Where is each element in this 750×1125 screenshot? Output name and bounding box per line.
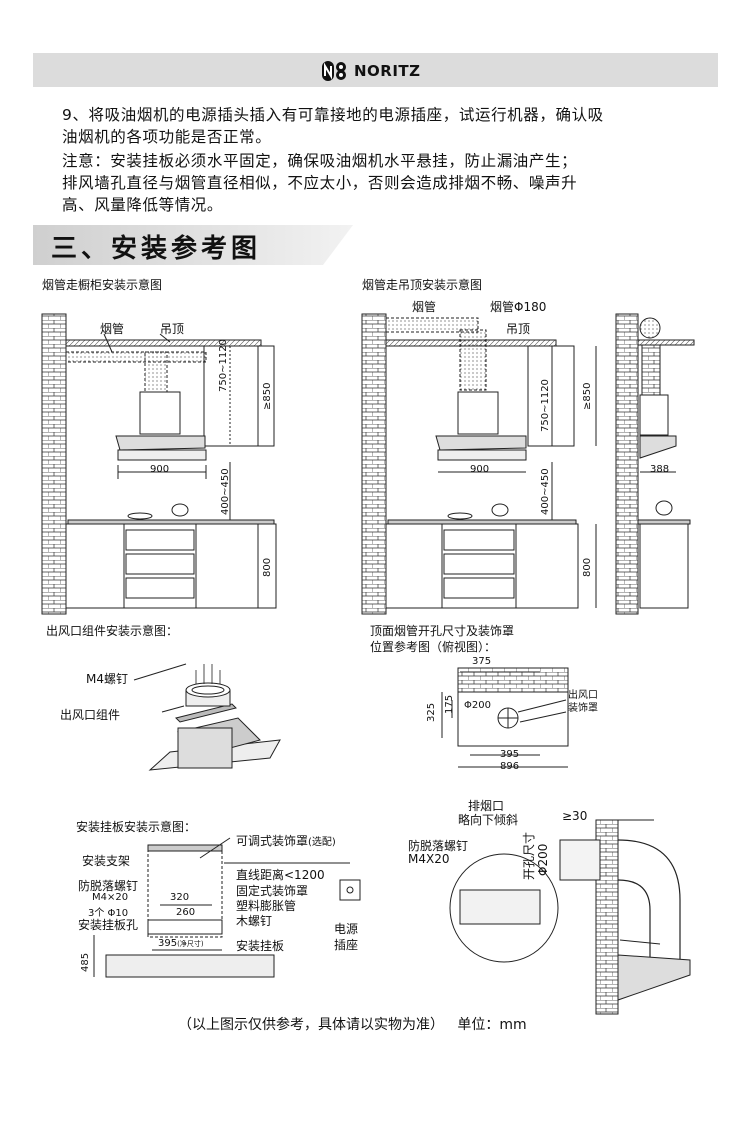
fig2-dim-height: 750~1120	[540, 379, 551, 432]
fig6-exhaust: 排烟口	[468, 799, 505, 813]
footer-unit: 单位：mm	[457, 1017, 527, 1033]
fig1-ceiling-label: 吊顶	[160, 322, 185, 336]
fig2-dim-width: 900	[470, 464, 490, 475]
fig4-title-line1: 顶面烟管开孔尺寸及装饰罩	[370, 624, 515, 638]
fig5-fixed-cover: 固定式装饰罩	[236, 884, 309, 898]
brand-logo: NORITZ	[322, 60, 421, 82]
fig2-dim-gap: 400~450	[540, 468, 551, 515]
fig6-anti-drop-screw: 防脱落螺钉	[408, 839, 469, 853]
fig2-ceiling-label: 吊顶	[506, 322, 531, 336]
fig3-screw-label: M4螺钉	[86, 672, 128, 686]
fig3-outlet-label: 出风口组件	[60, 708, 121, 722]
adjustable-cover-text: 可调式装饰罩	[236, 834, 309, 848]
fig5-wood-screw: 木螺钉	[236, 914, 273, 928]
note-line1: 注意：安装挂板必须水平固定，确保吸油烟机水平悬挂，防止漏油产生；	[62, 152, 578, 170]
fig5-title: 安装挂板安装示意图：	[76, 820, 197, 834]
fig4-dim-375: 375	[472, 656, 492, 667]
fig6-screw-spec: M4X20	[408, 852, 450, 866]
fig6-slope: 略向下倾斜	[458, 813, 519, 827]
fig2-pipe-label: 烟管	[412, 300, 437, 314]
step9-line2: 油烟机的各项功能是否正常。	[62, 128, 272, 146]
footer-note-text: （以上图示仅供参考，具体请以实物为准）	[178, 1017, 444, 1033]
fig4-outlet-label: 出风口	[568, 690, 598, 701]
fig4-drawing	[441, 667, 569, 768]
fig6-hole-size: 开孔尺寸	[522, 831, 536, 880]
fig3-title: 出风口组件安装示意图：	[46, 624, 179, 638]
dim-395-text: 395	[158, 938, 178, 949]
fig1-dim-ceiling: ≥850	[262, 382, 273, 410]
fig5-bracket: 安装支架	[82, 854, 131, 868]
fig1-dim-width: 900	[150, 464, 170, 475]
fig5-hanger: 安装挂板	[236, 939, 285, 953]
fig2-title: 烟管走吊顶安装示意图	[362, 278, 483, 292]
fig2-drawing	[361, 313, 695, 615]
fig5-holes: 3个 Φ10	[88, 908, 129, 919]
optional-text: (选配)	[308, 837, 336, 848]
footer-note: （以上图示仅供参考，具体请以实物为准） 单位：mm	[178, 1014, 527, 1034]
fig2-dim-depth: 388	[650, 464, 670, 475]
fig2-dim-counter: 800	[582, 557, 593, 577]
fig1-dim-height: 750~1120	[218, 339, 229, 392]
noritz-logo-icon	[322, 61, 346, 81]
section-title-bg	[33, 225, 353, 265]
fig5-distance: 直线距离<1200	[236, 868, 325, 882]
fig6-dia: Φ200	[536, 843, 550, 876]
fig4-dia: Φ200	[464, 700, 491, 711]
fig5-adjustable-cover: 可调式装饰罩(选配)	[236, 832, 336, 849]
net-size-text: (净尺寸)	[177, 940, 204, 948]
fig5-plastic-anchor: 塑料膨胀管	[236, 899, 297, 913]
fig5-hanger-hole: 安装挂板孔	[78, 918, 139, 932]
fig5-drawing	[93, 837, 361, 978]
fig4-dim-175: 175	[444, 694, 455, 714]
note-line3: 高、风量降低等情况。	[62, 196, 224, 214]
fig6-drawing	[449, 819, 691, 1015]
note-line2: 排风墙孔直径与烟管直径相似，不应太小，否则会造成排烟不畅、噪声升	[62, 174, 578, 192]
fig5-anti-drop-screw: 防脱落螺钉	[78, 879, 139, 893]
fig5-dim-320: 320	[170, 892, 190, 903]
fig2-dim-ceiling: ≥850	[582, 382, 593, 410]
step9-line1: 9、将吸油烟机的电源插头插入有可靠接地的电源插座，试运行机器，确认吸	[62, 106, 604, 124]
fig1-dim-counter: 800	[262, 557, 273, 577]
fig4-dim-896: 896	[500, 761, 520, 772]
fig6-dim-30: ≥30	[562, 809, 588, 823]
section-title-block: 三、安装参考图	[33, 225, 353, 265]
fig1-dim-gap: 400~450	[220, 468, 231, 515]
fig5-power: 电源	[334, 922, 359, 936]
fig1-pipe-label: 烟管	[100, 322, 125, 336]
brand-name: NORITZ	[354, 62, 421, 80]
fig2-pipe-dia: 烟管Φ180	[490, 300, 547, 314]
fig1-title: 烟管走橱柜安装示意图	[42, 278, 163, 292]
fig4-dim-395: 395	[500, 749, 520, 760]
fig1-drawing	[41, 313, 277, 615]
fig5-screw-spec: M4×20	[92, 892, 129, 903]
fig4-title-line2: 位置参考图（俯视图）：	[370, 640, 497, 654]
fig5-socket: 插座	[334, 938, 359, 952]
fig5-dim-395: 395(净尺寸)	[158, 938, 204, 949]
fig4-cover-label: 装饰罩	[568, 703, 598, 714]
fig3-drawing	[133, 663, 281, 771]
section-title: 三、安装参考图	[51, 234, 262, 264]
fig5-dim-260: 260	[176, 907, 196, 918]
fig4-dim-325: 325	[426, 702, 437, 722]
header-bar	[33, 53, 718, 87]
fig5-dim-485: 485	[80, 952, 91, 972]
